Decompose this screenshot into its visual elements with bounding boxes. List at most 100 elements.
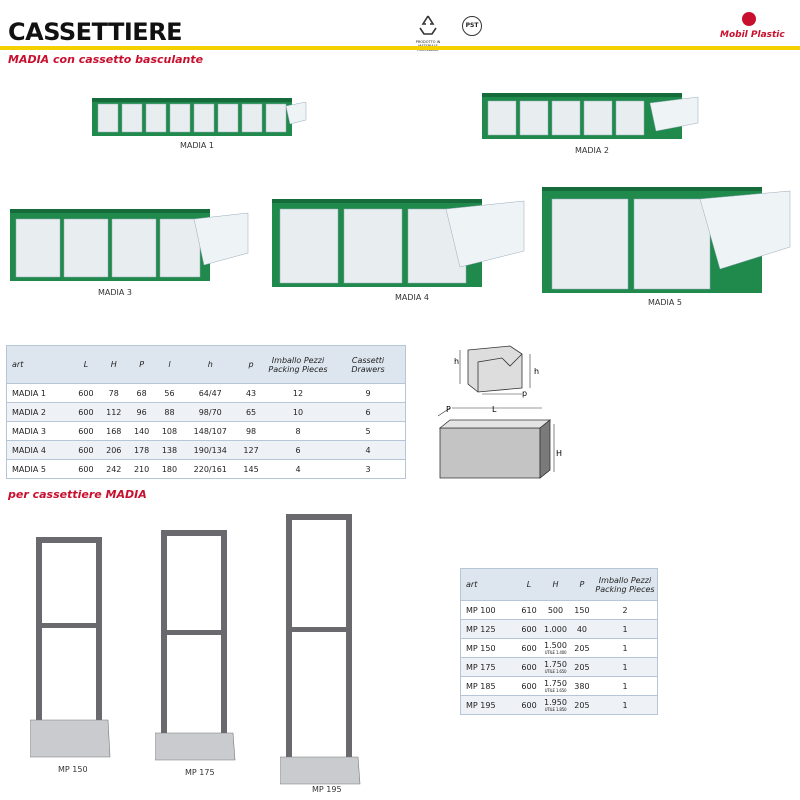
- table-cell: 190/134: [183, 440, 238, 460]
- table-cell: 56: [155, 383, 184, 403]
- madia-3-image: [10, 209, 249, 281]
- madia-spec-table: art L H P l h p Imballo Pezzi Packing Pi…: [6, 345, 406, 479]
- table-cell: 6: [331, 402, 406, 422]
- table-header-row: art L H P Imballo Pezzi Packing Pieces: [460, 568, 658, 601]
- accent-bar: [0, 46, 800, 50]
- cell-note: UTILE 1.850: [544, 707, 567, 712]
- stand-caption: MP 175: [185, 768, 215, 777]
- table-cell: 205: [570, 695, 593, 715]
- table-cell: 8: [265, 421, 331, 441]
- table-cell: 138: [155, 440, 184, 460]
- diagram-label: P: [446, 405, 451, 414]
- table-header-row: art L H P l h p Imballo Pezzi Packing Pi…: [6, 345, 406, 384]
- table-cell: 88: [155, 402, 184, 422]
- table-cell: 1: [593, 638, 658, 658]
- pst-badge: PST: [462, 16, 482, 36]
- madia-5-image: [542, 187, 791, 293]
- table-cell: 145: [237, 459, 265, 479]
- table-header: art: [460, 568, 518, 601]
- table-cell: 10: [265, 402, 331, 422]
- brand-logo-text: Mobil Plastic: [720, 30, 785, 40]
- table-cell: 178: [127, 440, 156, 460]
- table-cell: 68: [127, 383, 156, 403]
- table-cell: MP 185: [460, 676, 518, 696]
- table-cell: 600: [518, 638, 541, 658]
- diagram-label: H: [556, 449, 562, 458]
- table-cell: MP 150: [460, 638, 518, 658]
- table-cell: 43: [237, 383, 265, 403]
- table-cell: 1: [593, 676, 658, 696]
- table-cell: 127: [237, 440, 265, 460]
- table-cell: 600: [72, 402, 100, 422]
- table-cell: 1: [593, 619, 658, 639]
- table-cell: 3: [331, 459, 406, 479]
- table-cell: 610: [518, 600, 541, 620]
- table-header: P: [127, 345, 156, 384]
- table-cell: 600: [72, 440, 100, 460]
- section-subtitle: MADIA con cassetto basculante: [8, 53, 204, 66]
- diagram-label: L: [492, 405, 497, 414]
- table-cell: 1.000: [540, 619, 571, 639]
- table-cell: 1: [593, 657, 658, 677]
- cell-value: 500: [547, 605, 564, 615]
- table-cell: 600: [518, 657, 541, 677]
- cell-value: 1.750: [544, 660, 567, 669]
- table-cell: 380: [570, 676, 593, 696]
- table-cell: 9: [331, 383, 406, 403]
- table-cell: 205: [570, 638, 593, 658]
- header-line: Imballo Pezzi: [271, 355, 325, 365]
- table-cell: 500: [540, 600, 571, 620]
- header-line: Packing Pieces: [268, 364, 328, 374]
- table-cell: MADIA 4: [6, 440, 72, 460]
- cell-note: UTILE 1.650: [544, 669, 567, 674]
- table-cell: MP 100: [460, 600, 518, 620]
- table-cell: 64/47: [183, 383, 238, 403]
- dimension-diagram: h h p P L H: [437, 345, 562, 479]
- table-cell: 210: [127, 459, 156, 479]
- stand-caption: MP 195: [312, 785, 342, 794]
- stand-mp150-image: [30, 537, 111, 758]
- stand-mp195-image: [280, 514, 361, 785]
- header-line: Drawers: [351, 364, 385, 374]
- table-cell: 206: [99, 440, 128, 460]
- header-line: Cassetti: [351, 355, 385, 365]
- product-caption: MADIA 1: [180, 141, 214, 150]
- table-header: L: [518, 568, 541, 601]
- cell-value: 1.500: [544, 641, 567, 650]
- cell-value: 1.950: [544, 698, 567, 707]
- header-line: Packing Pieces: [595, 584, 655, 594]
- madia-4-image: [272, 199, 525, 287]
- table-cell: MADIA 1: [6, 383, 72, 403]
- madia-2-image: [482, 93, 699, 139]
- table-cell: 600: [518, 695, 541, 715]
- diagram-label: h: [454, 357, 459, 366]
- stands-subtitle: per cassettiere MADIA: [8, 488, 147, 501]
- table-cell: 112: [99, 402, 128, 422]
- table-cell: 108: [155, 421, 184, 441]
- table-cell: 78: [99, 383, 128, 403]
- cell-value: 1.750: [544, 679, 567, 688]
- table-header: h: [183, 345, 238, 384]
- table-cell: MP 195: [460, 695, 518, 715]
- table-cell: 2: [593, 600, 658, 620]
- table-cell: 12: [265, 383, 331, 403]
- brand-logo: Mobil Plastic: [720, 12, 785, 46]
- table-cell: MADIA 3: [6, 421, 72, 441]
- table-header: Cassetti Drawers: [331, 345, 406, 384]
- table-cell: 220/161: [183, 459, 238, 479]
- table-cell: 600: [518, 676, 541, 696]
- table-header: Imballo Pezzi Packing Pieces: [265, 345, 331, 384]
- stand-mp175-image: [155, 530, 236, 761]
- table-header: art: [6, 345, 72, 384]
- table-header: L: [72, 345, 100, 384]
- page-title: CASSETTIERE: [8, 18, 183, 46]
- diagram-label: h: [534, 367, 539, 376]
- diagram-label: p: [522, 389, 527, 398]
